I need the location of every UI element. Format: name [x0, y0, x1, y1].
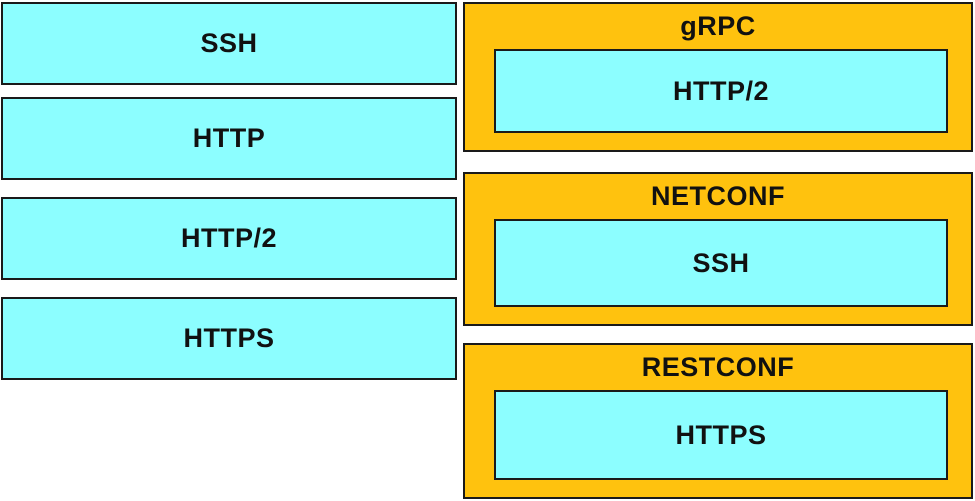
drop-group-netconf: NETCONF SSH — [463, 172, 973, 326]
drop-slot-grpc[interactable]: HTTP/2 — [494, 49, 948, 133]
drag-item-http2[interactable]: HTTP/2 — [1, 197, 457, 280]
drag-item-label: SSH — [200, 28, 258, 58]
drag-item-https[interactable]: HTTPS — [1, 297, 457, 380]
drop-group-title: RESTCONF — [641, 352, 795, 382]
drop-slot-netconf[interactable]: SSH — [494, 219, 948, 307]
drop-slot-value: HTTP/2 — [672, 75, 769, 106]
drop-group-title: NETCONF — [651, 181, 785, 211]
drag-item-label: HTTPS — [183, 323, 275, 353]
drag-item-label: HTTP — [192, 123, 266, 153]
drop-group-grpc: gRPC HTTP/2 — [463, 2, 973, 152]
drag-item-ssh[interactable]: SSH — [1, 2, 457, 85]
drop-slot-value: SSH — [692, 247, 750, 278]
drop-group-restconf: RESTCONF HTTPS — [463, 343, 973, 499]
drop-slot-restconf[interactable]: HTTPS — [494, 390, 948, 480]
drop-group-title: gRPC — [680, 11, 756, 41]
drag-item-http[interactable]: HTTP — [1, 97, 457, 180]
drop-slot-value: HTTPS — [675, 419, 767, 450]
drag-item-label: HTTP/2 — [180, 223, 277, 253]
